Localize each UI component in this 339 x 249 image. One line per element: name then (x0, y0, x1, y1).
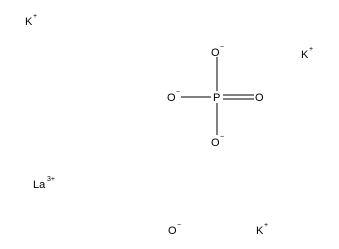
atom-symbol: P (213, 92, 220, 104)
charge-label: + (264, 222, 268, 229)
phosphorus-center: P (213, 92, 220, 104)
potassium-ion-top-left: K + (25, 13, 37, 28)
phosphate-group: O − O − P O O − (167, 44, 264, 149)
charge-label: 3+ (47, 176, 55, 183)
atom-symbol: K (256, 225, 264, 237)
charge-label: − (220, 134, 224, 141)
lanthanum-ion: La 3+ (33, 176, 55, 191)
atom-symbol: O (167, 92, 176, 104)
charge-label: + (33, 13, 37, 20)
atom-symbol: O (168, 225, 177, 237)
oxygen-left: O − (167, 89, 180, 104)
atom-symbol: La (33, 179, 46, 191)
oxide-ion: O − (168, 222, 181, 237)
charge-label: − (176, 89, 180, 96)
atom-symbol: K (301, 49, 309, 61)
atom-symbol: O (255, 92, 264, 104)
oxygen-top: O − (211, 44, 224, 59)
charge-label: − (177, 222, 181, 229)
atom-symbol: O (211, 137, 220, 149)
potassium-ion-bottom: K + (256, 222, 268, 237)
oxygen-right: O (255, 92, 264, 104)
charge-label: + (309, 46, 313, 53)
atom-symbol: O (211, 47, 220, 59)
potassium-ion-top-right: K + (301, 46, 313, 61)
oxygen-bottom: O − (211, 134, 224, 149)
charge-label: − (220, 44, 224, 51)
atom-symbol: K (25, 16, 33, 28)
